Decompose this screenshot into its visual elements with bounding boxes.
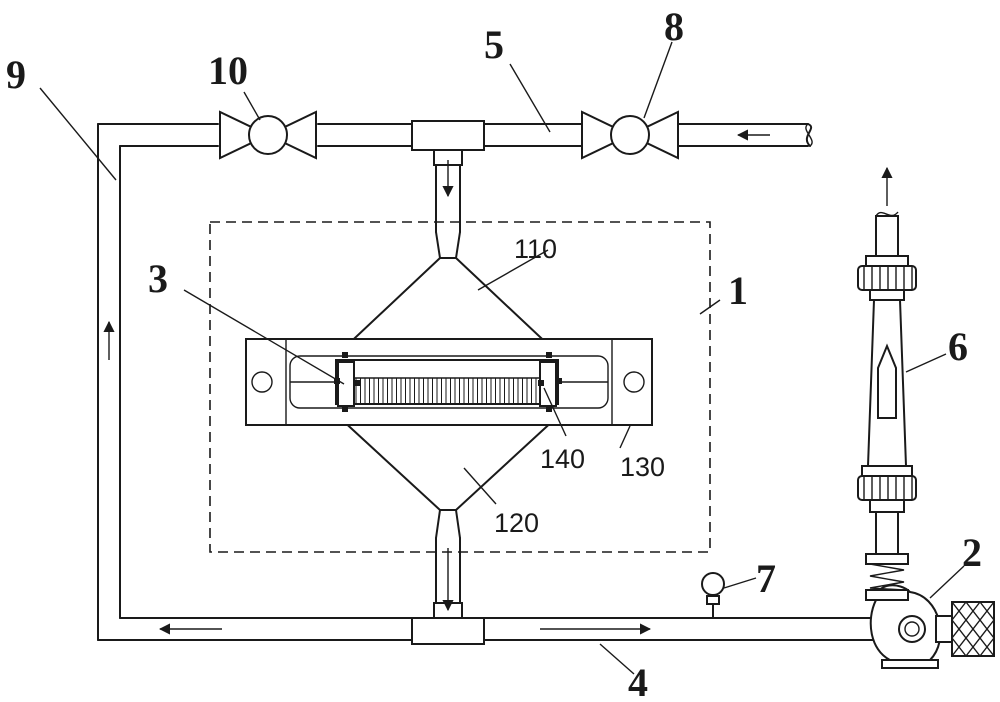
leader-lines [39,41,965,675]
label-130: 130 [620,452,665,482]
label-6: 6 [948,324,968,369]
label-120: 120 [494,508,539,538]
specimen [335,359,559,407]
label-110: 110 [514,234,557,264]
label-5: 5 [484,22,504,67]
specimen-fins [355,378,537,404]
label-1: 1 [728,268,748,313]
return-pipe [97,123,413,641]
valve-8 [581,110,679,160]
bottom-tee [411,537,485,645]
label-10: 10 [208,48,248,93]
label-7: 7 [756,556,776,601]
label-4: 4 [628,660,648,702]
flowmeter [857,166,917,513]
test-section-boundary [209,221,711,553]
upper-cone [339,231,557,353]
pressure-gauge [701,572,725,619]
bottom-pipe [483,617,903,641]
lower-cone [339,417,557,539]
label-9: 9 [6,52,26,97]
label-2: 2 [962,530,982,575]
top-pipe [97,123,813,147]
label-140: 140 [540,444,585,474]
top-tee [411,120,485,233]
labels: 9 10 5 8 3 110 1 140 130 120 6 7 2 4 [6,4,982,702]
label-3: 3 [148,256,168,301]
label-8: 8 [664,4,684,49]
valve-10 [219,110,317,160]
pump [865,511,995,669]
seals [334,352,562,412]
